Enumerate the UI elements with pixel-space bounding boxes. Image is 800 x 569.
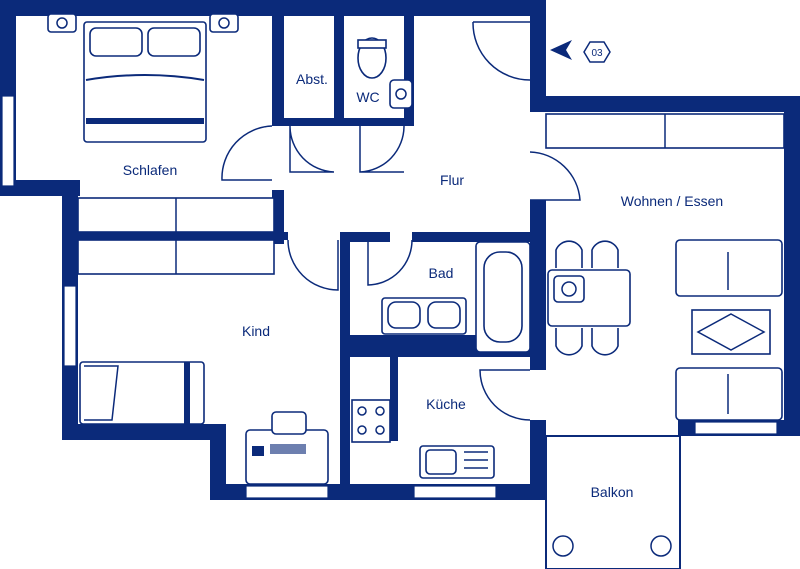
room-label-kind: Kind [242, 323, 270, 339]
bath-furniture [381, 241, 531, 353]
room-label-wohnen: Wohnen / Essen [621, 193, 723, 209]
unit-marker-label: 03 [591, 48, 603, 59]
kids-furniture [77, 239, 329, 485]
room-label-bad: Bad [429, 265, 454, 281]
room-label-schlafen: Schlafen [123, 162, 177, 178]
bedroom-furniture [47, 13, 275, 233]
room-label-balkon: Balkon [591, 484, 634, 500]
room-label-flur: Flur [440, 172, 464, 188]
room-label-abst: Abst. [296, 71, 328, 87]
doors [221, 21, 680, 437]
room-label-wc: WC [356, 89, 379, 105]
balcony [545, 435, 681, 569]
windows [1, 95, 778, 499]
kitchen-furniture [351, 399, 495, 479]
unit-marker: 03 [550, 40, 611, 63]
living-furniture [545, 113, 785, 421]
room-label-kueche: Küche [426, 396, 466, 412]
wc-furniture [357, 37, 413, 109]
